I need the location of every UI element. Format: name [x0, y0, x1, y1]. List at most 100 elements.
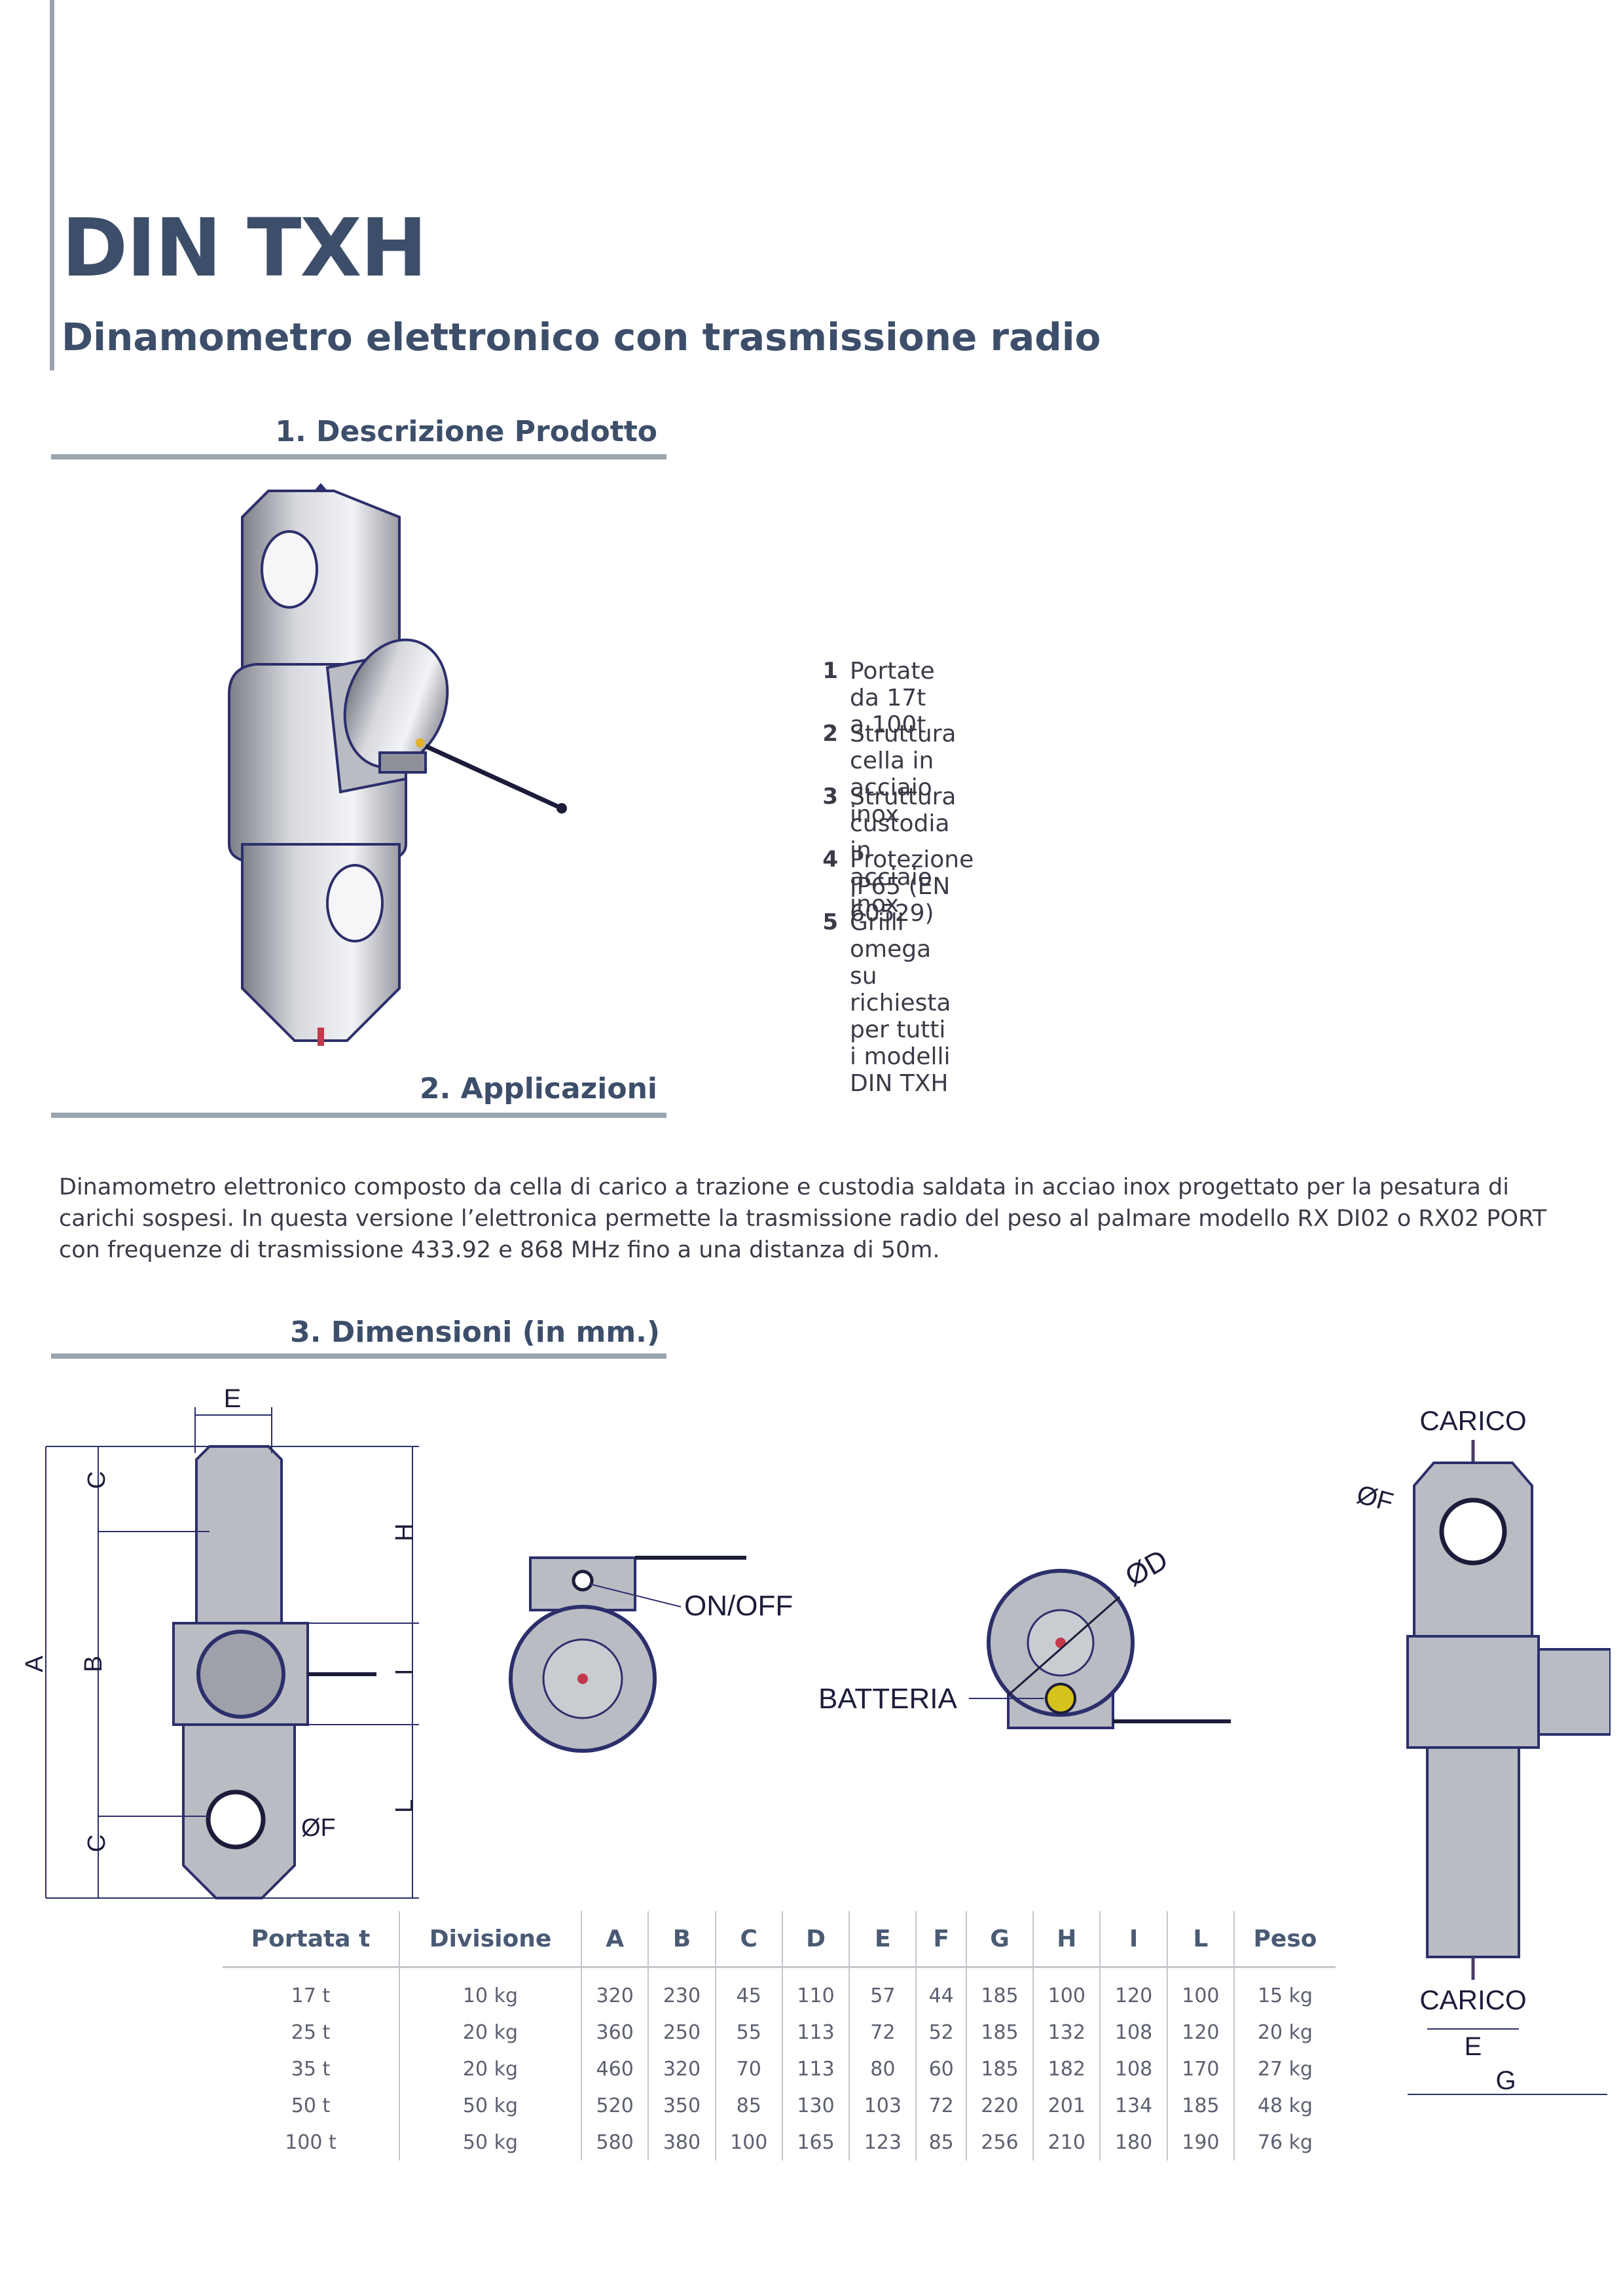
- table-cell: 50 kg: [398, 2124, 581, 2161]
- table-cell: 85: [714, 2087, 782, 2124]
- front-view-drawing: E C H A B I L C ØF: [21, 1384, 419, 1899]
- table-cell: 220: [965, 2087, 1034, 2124]
- table-cell: 190: [1166, 2124, 1235, 2161]
- section-rule-dimensions: [51, 1354, 666, 1359]
- label-carico-top: CARICO: [1419, 1405, 1526, 1436]
- table-cell: 100 t: [285, 2130, 337, 2154]
- table-cell: 120: [1099, 1967, 1167, 2014]
- label-batteria: BATTERIA: [818, 1683, 958, 1715]
- label-c-bottom: C: [83, 1835, 111, 1852]
- table-cell: 520: [580, 2087, 649, 2124]
- column-header: L: [1166, 1911, 1235, 1968]
- feature-text: Protezione IP65 (EN 60529): [850, 846, 974, 927]
- feature-number: 5: [822, 909, 838, 935]
- column-header: B: [647, 1911, 716, 1968]
- label-phi-f-side: ØF: [1354, 1480, 1396, 1517]
- feature-text: Struttura cella in acciaio inox: [850, 721, 957, 828]
- label-b: B: [80, 1656, 107, 1672]
- table-cell: 201: [1032, 2087, 1101, 2124]
- page-title: DIN TXH: [62, 202, 428, 295]
- table-cell: 27 kg: [1233, 2051, 1336, 2087]
- applications-paragraph: Dinamometro elettronico composto da cell…: [59, 1174, 1547, 1263]
- table-cell: 52: [915, 2014, 966, 2051]
- table-cell: 57: [848, 1967, 917, 2014]
- label-a: A: [21, 1655, 48, 1672]
- table-cell: 70: [714, 2051, 782, 2087]
- table-cell: 185: [965, 2014, 1034, 2051]
- column-header: I: [1099, 1911, 1167, 1968]
- label-g: G: [1495, 2066, 1516, 2095]
- column-header: Portata t: [223, 1911, 399, 1968]
- feature-text: Struttura custodia in acciaio inox: [850, 783, 957, 918]
- section-title-dimensions: 3. Dimensioni (in mm.): [290, 1316, 660, 1349]
- table-cell: 250: [647, 2014, 716, 2051]
- column-header: F: [915, 1911, 966, 1968]
- table-cell: 113: [781, 2051, 850, 2087]
- table-cell: 45: [714, 1967, 782, 2014]
- table-cell: 55: [714, 2014, 782, 2051]
- side-view-drawing: CARICO CARICO E G ØF: [1354, 1405, 1611, 2095]
- table-cell: 20 kg: [398, 2051, 581, 2087]
- table-cell: 17 t: [291, 1984, 331, 2007]
- label-on-off: ON/OFF: [684, 1590, 793, 1622]
- page-subtitle: Dinamometro elettronico con trasmissione…: [62, 315, 1101, 359]
- table-cell: 100: [1166, 1967, 1235, 2014]
- table-cell: 108: [1099, 2014, 1167, 2051]
- table-cell: 72: [915, 2087, 966, 2124]
- table-cell: 380: [647, 2124, 716, 2161]
- top-view-drawing: ON/OFF: [509, 1556, 793, 1753]
- table-cell: 182: [1032, 2051, 1101, 2087]
- feature-text: Grilli omega su richiesta per tutti i mo…: [850, 909, 951, 1097]
- table-cell: 110: [781, 1967, 850, 2014]
- label-phi-d: ØD: [1120, 1543, 1174, 1592]
- table-cell: 60: [915, 2051, 966, 2087]
- table-cell: 230: [647, 1967, 716, 2014]
- table-cell: 50 t: [291, 2094, 331, 2117]
- table-cell: 132: [1032, 2014, 1101, 2051]
- table-cell: 130: [781, 2087, 850, 2124]
- table-cell: 100: [1032, 1967, 1101, 2014]
- table-cell: 580: [580, 2124, 649, 2161]
- table-cell: 256: [965, 2124, 1034, 2161]
- table-cell: 76 kg: [1233, 2124, 1336, 2161]
- section-rule-description: [51, 454, 666, 459]
- label-e: E: [224, 1384, 242, 1413]
- section-title-applications: 2. Applicazioni: [420, 1072, 657, 1105]
- label-carico-bottom: CARICO: [1419, 1984, 1526, 2015]
- table-cell: 25 t: [291, 2020, 331, 2044]
- table-cell: 170: [1166, 2051, 1235, 2087]
- table-cell: 100: [714, 2124, 782, 2161]
- table-cell: 20 kg: [1233, 2014, 1336, 2051]
- column-header: E: [848, 1911, 917, 1968]
- table-cell: 185: [965, 1967, 1034, 2014]
- product-illustration: [228, 483, 567, 1046]
- column-header: A: [580, 1911, 649, 1968]
- table-cell: 20 kg: [398, 2014, 581, 2051]
- section-rule-applications: [51, 1113, 666, 1118]
- table-cell: 113: [781, 2014, 850, 2051]
- column-header: G: [965, 1911, 1034, 1968]
- label-i: I: [391, 1668, 418, 1676]
- label-l: L: [391, 1799, 418, 1813]
- table-cell: 10 kg: [398, 1967, 581, 2014]
- table-cell: 120: [1166, 2014, 1235, 2051]
- table-cell: 72: [848, 2014, 917, 2051]
- feature-text: Portate da 17t a 100t: [850, 658, 935, 738]
- table-cell: 350: [647, 2087, 716, 2124]
- column-header: D: [781, 1911, 850, 1968]
- table-cell: 123: [848, 2124, 917, 2161]
- table-cell: 35 t: [291, 2057, 331, 2081]
- table-cell: 134: [1099, 2087, 1167, 2124]
- feature-number: 3: [822, 783, 838, 810]
- feature-number: 1: [822, 658, 838, 684]
- table-cell: 185: [965, 2051, 1034, 2087]
- table-cell: 185: [1166, 2087, 1235, 2124]
- label-c-top: C: [83, 1471, 111, 1489]
